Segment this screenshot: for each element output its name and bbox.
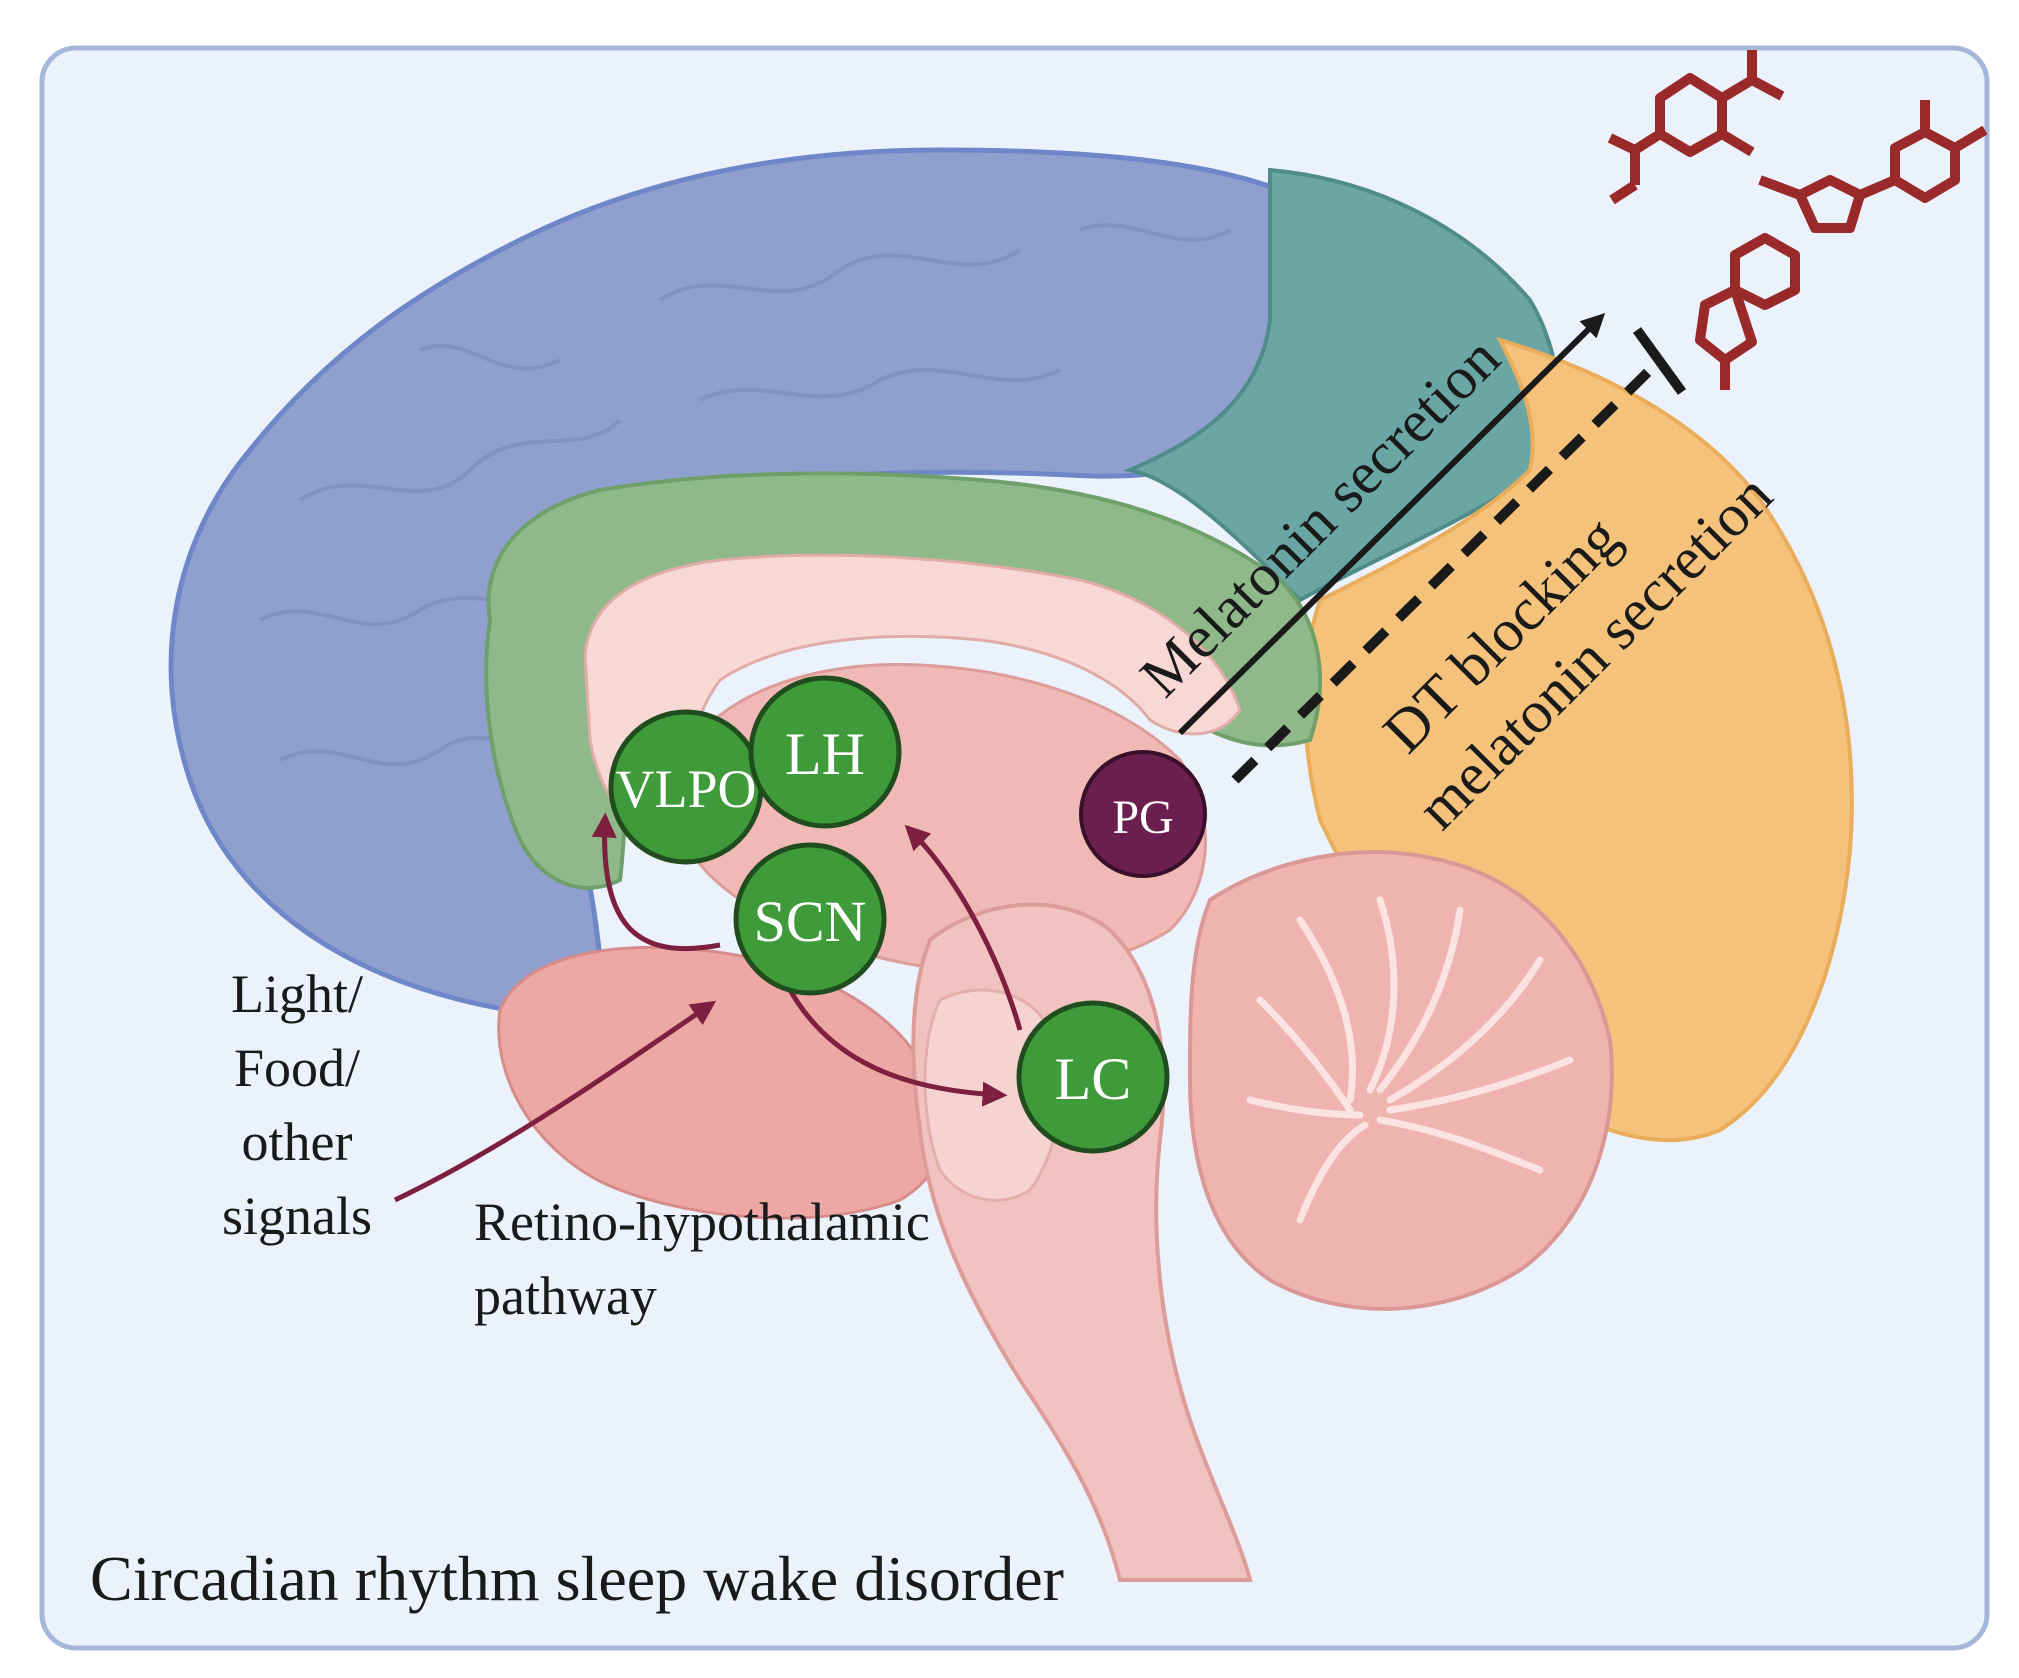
- signals-line-2: Food/: [234, 1038, 360, 1098]
- dt-blocking-bar: [1632, 327, 1687, 395]
- pathway-line-1: Retino-hypothalamic: [474, 1192, 930, 1252]
- vlpo-label: VLPO: [615, 759, 756, 819]
- parietal-cortex: [1123, 167, 1561, 603]
- signals-line-1: Light/: [231, 964, 363, 1024]
- diagram-title: Circadian rhythm sleep wake disorder: [90, 1543, 1064, 1614]
- cerebellum-folia: [1246, 896, 1574, 1224]
- scn-label: SCN: [754, 889, 867, 954]
- pg-label: PG: [1112, 791, 1173, 844]
- melatonin-secretion-arrow: [1177, 312, 1606, 736]
- lc-to-lh-arrow: [904, 824, 1023, 1031]
- cerebellum: [1187, 850, 1614, 1311]
- melatonin-molecule-icon: [1607, 50, 1988, 390]
- pathway-label: Retino-hypothalamic pathway: [474, 1192, 930, 1326]
- signals-label: Light/ Food/ other signals: [222, 964, 372, 1246]
- signals-line-4: signals: [222, 1186, 372, 1246]
- signals-line-3: other: [242, 1112, 353, 1172]
- pg-node: PG: [1079, 750, 1207, 878]
- scn-to-vlpo-arrow: [591, 812, 721, 951]
- scn-node: SCN: [733, 842, 887, 996]
- pathway-line-2: pathway: [474, 1266, 657, 1326]
- lc-label: LC: [1055, 1046, 1132, 1112]
- lc-node: LC: [1016, 1000, 1170, 1154]
- dt-blocking-dashed-line: [1231, 366, 1654, 784]
- lh-label: LH: [785, 721, 865, 787]
- pathway-arrows: [393, 812, 1023, 1203]
- signal-to-scn-arrow: [393, 1000, 717, 1203]
- scn-to-lc-arrow: [787, 988, 1008, 1107]
- vlpo-node: VLPO: [608, 709, 764, 865]
- lh-node: LH: [748, 675, 902, 829]
